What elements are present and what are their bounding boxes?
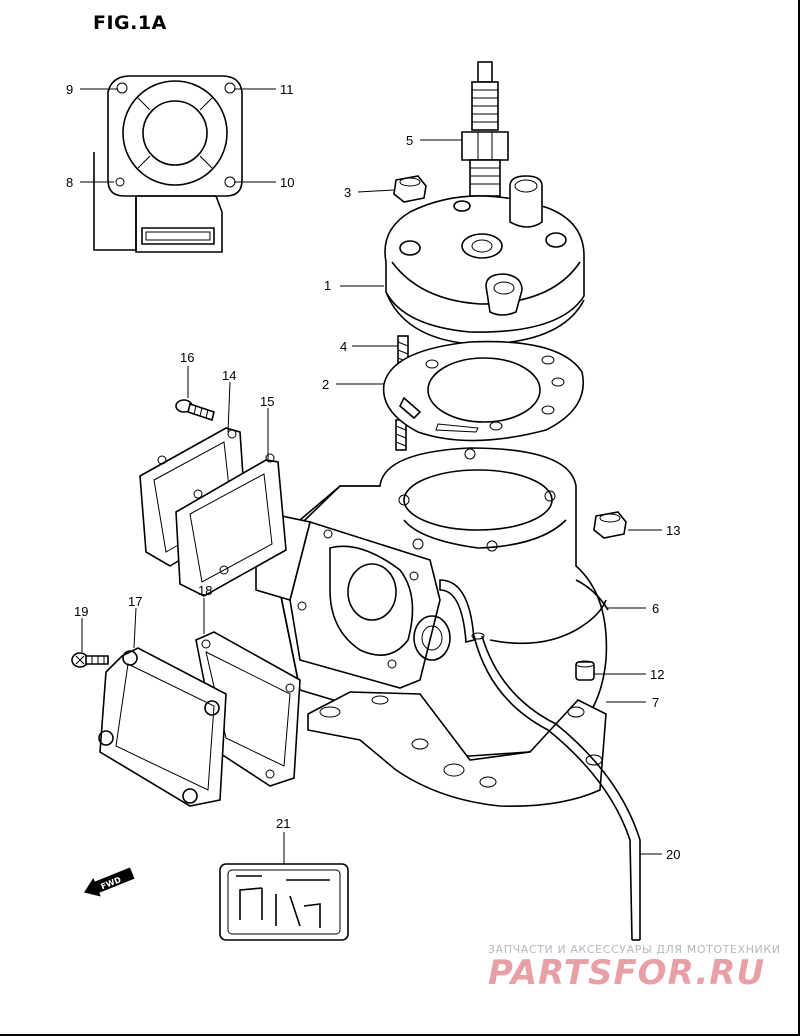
cap-nut xyxy=(393,175,427,203)
callout-10: 10 xyxy=(280,175,294,190)
bolt-16 xyxy=(175,399,215,422)
cylinder-head xyxy=(384,175,585,345)
callout-16: 16 xyxy=(180,350,194,365)
head-gasket xyxy=(382,340,584,442)
fwd-label: FWD xyxy=(100,875,123,891)
callout-13: 13 xyxy=(666,523,680,538)
frame-border-right xyxy=(798,0,800,1036)
callout-8: 8 xyxy=(66,175,73,190)
callout-5: 5 xyxy=(406,133,413,148)
screw-19 xyxy=(71,652,109,668)
callout-14: 14 xyxy=(222,368,236,383)
base-gasket xyxy=(307,691,607,807)
callout-19: 19 xyxy=(74,604,88,619)
fwd-arrow-icon: FWD xyxy=(84,867,135,897)
watermark-logo: PARTSFOR.RU xyxy=(488,953,766,993)
callout-1: 1 xyxy=(324,278,331,293)
inset-gasket-detail xyxy=(93,75,243,253)
callout-3: 3 xyxy=(344,185,351,200)
callout-9: 9 xyxy=(66,82,73,97)
leader-lines xyxy=(80,88,662,864)
frame-border-bottom xyxy=(0,1034,800,1036)
callout-21: 21 xyxy=(276,816,290,831)
cylinder-block xyxy=(255,447,609,757)
figure-title: FIG.1A xyxy=(93,12,167,34)
callout-4: 4 xyxy=(340,339,347,354)
drain-hose xyxy=(471,632,641,941)
callout-11: 11 xyxy=(280,82,294,97)
callout-labels: 1 2 3 4 5 6 7 8 9 10 11 12 13 14 15 16 1… xyxy=(66,82,680,862)
callout-7: 7 xyxy=(652,695,659,710)
spark-plug xyxy=(461,61,509,197)
callout-2: 2 xyxy=(322,377,329,392)
cylinder-nut xyxy=(593,511,627,539)
exhaust-cover xyxy=(98,631,301,807)
callout-18: 18 xyxy=(198,583,212,598)
callout-20: 20 xyxy=(666,847,680,862)
callout-6: 6 xyxy=(652,601,659,616)
label-plate xyxy=(219,863,349,941)
callout-17: 17 xyxy=(128,594,142,609)
callout-12: 12 xyxy=(650,667,664,682)
watermark-tagline: ЗАПЧАСТИ И АКСЕССУАРЫ ДЛЯ МОТОТЕХНИКИ xyxy=(488,943,781,956)
callout-15: 15 xyxy=(260,394,274,409)
reed-gaskets xyxy=(139,427,287,597)
dowel-pin xyxy=(575,660,595,681)
